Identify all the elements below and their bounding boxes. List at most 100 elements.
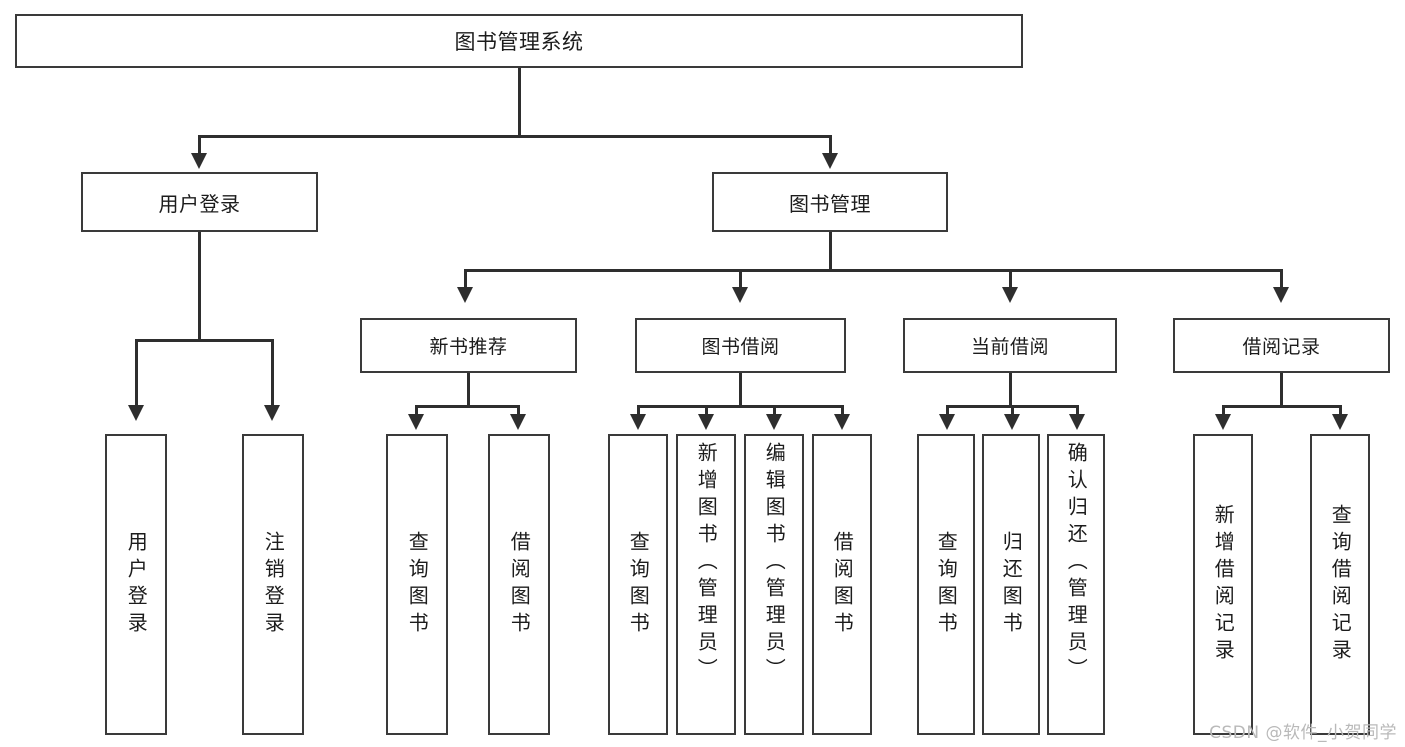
connector-borrow-record-bar — [1222, 405, 1342, 408]
leaf-text-wrap: 注销登录 — [244, 436, 302, 733]
leaf-query-book-current[interactable]: 查询图书 — [917, 434, 975, 735]
leaf-add-borrow-record[interactable]: 新增借阅记录 — [1193, 434, 1253, 735]
leaf-text-wrap: 确认归还（管理员） — [1049, 436, 1103, 733]
node-current-borrow[interactable]: 当前借阅 — [903, 318, 1117, 373]
arrow-cb-child-1 — [939, 414, 955, 430]
connector-cb-child-1 — [946, 405, 949, 417]
arrow-to-new-book-recommend — [457, 287, 473, 303]
leaf-confirm-return-admin[interactable]: 确认归还（管理员） — [1047, 434, 1105, 735]
leaf-add-book-admin[interactable]: 新增图书（管理员） — [676, 434, 736, 735]
connector-to-book-borrow — [739, 269, 742, 291]
leaf-borrow-book[interactable]: 借阅图书 — [812, 434, 872, 735]
leaf-query-borrow-record[interactable]: 查询借阅记录 — [1310, 434, 1370, 735]
connector-new-book-recommend-bar — [415, 405, 520, 408]
node-borrow-record[interactable]: 借阅记录 — [1173, 318, 1390, 373]
leaf-query-book-borrow[interactable]: 查询图书 — [608, 434, 668, 735]
node-label: 借阅记录 — [1242, 336, 1321, 358]
leaf-text-wrap: 用户登录 — [107, 436, 165, 733]
leaf-edit-book-admin[interactable]: 编辑图书（管理员） — [744, 434, 804, 735]
connector-bb-child-4 — [841, 405, 844, 417]
arrow-br-child-1 — [1215, 414, 1231, 430]
connector-br-child-2 — [1339, 405, 1342, 417]
leaf-query-book-recommend[interactable]: 查询图书 — [386, 434, 448, 735]
connector-to-user-login — [198, 135, 201, 157]
leaf-text-wrap: 新增借阅记录 — [1195, 436, 1251, 733]
arrow-to-current-borrow — [1002, 287, 1018, 303]
node-book-borrow[interactable]: 图书借阅 — [635, 318, 846, 373]
arrow-bb-child-2 — [698, 414, 714, 430]
connector-cb-child-2 — [1011, 405, 1014, 417]
connector-borrow-record-stem — [1280, 373, 1283, 408]
connector-user-login-bar — [135, 339, 273, 342]
leaf-label: 借阅图书 — [830, 530, 855, 639]
connector-new-book-recommend-stem — [467, 373, 470, 408]
node-user-login[interactable]: 用户登录 — [81, 172, 318, 232]
leaf-text-wrap: 借阅图书 — [814, 436, 870, 733]
leaf-text-wrap: 新增图书（管理员） — [678, 436, 734, 733]
connector-current-borrow-stem — [1009, 373, 1012, 408]
node-label: 当前借阅 — [970, 336, 1049, 358]
leaf-text-wrap: 查询图书 — [919, 436, 973, 733]
connector-to-new-book-recommend — [464, 269, 467, 291]
connector-bb-child-2 — [705, 405, 708, 417]
connector-to-borrow-record — [1280, 269, 1283, 291]
connector-bb-child-1 — [637, 405, 640, 417]
leaf-text-wrap: 查询借阅记录 — [1312, 436, 1368, 733]
leaf-label: 查询借阅记录 — [1328, 503, 1353, 666]
arrow-cb-child-3 — [1069, 414, 1085, 430]
arrow-to-book-management — [822, 153, 838, 169]
node-label: 新书推荐 — [429, 336, 508, 358]
leaf-user-login[interactable]: 用户登录 — [105, 434, 167, 735]
connector-cb-child-3 — [1076, 405, 1079, 417]
leaf-label: 查询图书 — [626, 530, 651, 639]
connector-book-borrow-bar — [637, 405, 843, 408]
arrow-user-login-child-1 — [128, 405, 144, 421]
leaf-label: 归还图书 — [999, 530, 1024, 639]
leaf-label: 查询图书 — [934, 530, 959, 639]
node-label: 图书管理系统 — [454, 30, 584, 54]
arrow-user-login-child-2 — [264, 405, 280, 421]
connector-nbr-child-1 — [415, 405, 418, 417]
connector-book-borrow-stem — [739, 373, 742, 408]
connector-nbr-child-2 — [517, 405, 520, 417]
arrow-br-child-2 — [1332, 414, 1348, 430]
leaf-text-wrap: 查询图书 — [610, 436, 666, 733]
arrow-nbr-child-2 — [510, 414, 526, 430]
arrow-to-borrow-record — [1273, 287, 1289, 303]
node-label: 图书管理 — [789, 191, 871, 216]
leaf-text-wrap: 归还图书 — [984, 436, 1038, 733]
leaf-text-wrap: 编辑图书（管理员） — [746, 436, 802, 733]
arrow-nbr-child-1 — [408, 414, 424, 430]
arrow-to-book-borrow — [732, 287, 748, 303]
csdn-watermark: CSDN @软件_小贺同学 — [1209, 723, 1397, 743]
arrow-cb-child-2 — [1004, 414, 1020, 430]
arrow-to-user-login — [191, 153, 207, 169]
connector-level1-bar — [198, 135, 831, 138]
leaf-borrow-book-recommend[interactable]: 借阅图书 — [488, 434, 550, 735]
connector-user-login-stem — [198, 232, 201, 342]
connector-book-management-stem — [829, 232, 832, 272]
leaf-return-book[interactable]: 归还图书 — [982, 434, 1040, 735]
leaf-logout[interactable]: 注销登录 — [242, 434, 304, 735]
connector-level2-bar — [464, 269, 1282, 272]
node-new-book-recommend[interactable]: 新书推荐 — [360, 318, 577, 373]
node-label: 图书借阅 — [701, 336, 780, 358]
leaf-label: 确认归还（管理员） — [1064, 442, 1089, 685]
leaf-label: 用户登录 — [124, 530, 149, 639]
node-root-book-management-system[interactable]: 图书管理系统 — [15, 14, 1023, 68]
connector-to-current-borrow — [1009, 269, 1012, 291]
connector-bb-child-3 — [773, 405, 776, 417]
node-book-management[interactable]: 图书管理 — [712, 172, 948, 232]
leaf-text-wrap: 借阅图书 — [490, 436, 548, 733]
connector-user-login-child-1 — [135, 339, 138, 409]
leaf-label: 查询图书 — [405, 530, 430, 639]
arrow-bb-child-1 — [630, 414, 646, 430]
connector-user-login-child-2 — [271, 339, 274, 409]
arrow-bb-child-3 — [766, 414, 782, 430]
connector-to-book-management — [829, 135, 832, 157]
connector-root-stem — [518, 68, 521, 135]
leaf-label: 注销登录 — [261, 530, 286, 639]
leaf-label: 借阅图书 — [507, 530, 532, 639]
arrow-bb-child-4 — [834, 414, 850, 430]
